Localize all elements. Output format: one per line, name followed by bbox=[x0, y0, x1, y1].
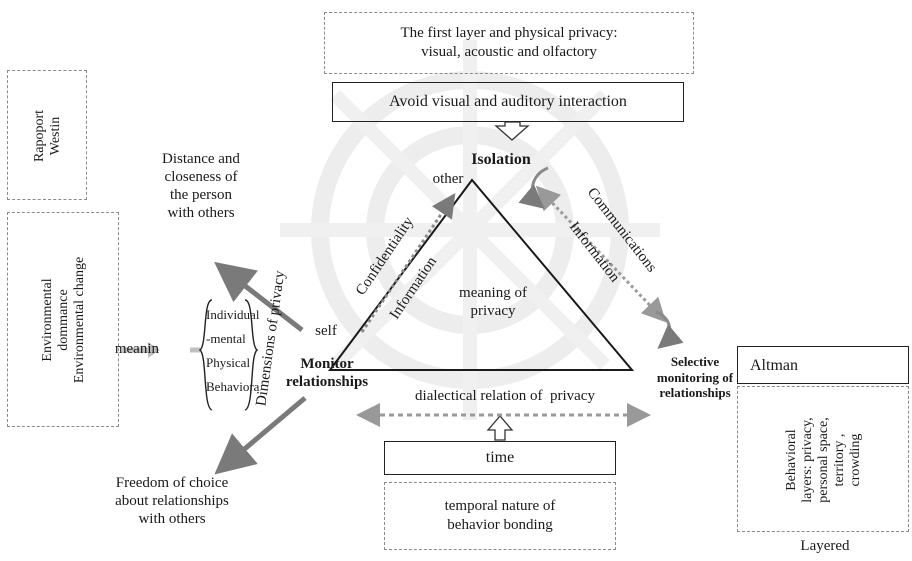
down-arrow-avoid bbox=[494, 121, 530, 141]
bracket-list: Individual -mental Physical Behaviora bbox=[206, 303, 266, 399]
altman-box: Altman bbox=[737, 346, 909, 384]
behavioral-line1: Behavioral bbox=[783, 429, 799, 491]
bracket-item-physical: Physical bbox=[206, 355, 251, 370]
bracket-item-behavioral: Behaviora bbox=[206, 379, 260, 394]
selective-line2: monitoring of bbox=[656, 369, 734, 385]
environmental-change-label: Environmental change bbox=[72, 256, 88, 384]
westin-label: Westin bbox=[48, 116, 63, 156]
avoid-interaction-box: Avoid visual and auditory interaction bbox=[332, 82, 684, 122]
bracket-item-individual: Individual bbox=[206, 307, 260, 322]
meanin-label: meanin bbox=[114, 341, 159, 357]
distance-line2: closeness of bbox=[164, 169, 238, 185]
temporal-line1: temporal nature of bbox=[444, 498, 556, 515]
meaning-line1: meaning of bbox=[459, 285, 527, 301]
physical-privacy-line1: The first layer and physical privacy: bbox=[400, 25, 618, 42]
time-box: time bbox=[384, 441, 616, 475]
freedom-line2: about relationships bbox=[115, 493, 229, 509]
selective-monitoring-label: Selective monitoring of relationships bbox=[640, 354, 750, 401]
altman-text: Altman bbox=[750, 357, 798, 374]
temporal-nature-box: temporal nature of behavior bonding bbox=[384, 482, 616, 550]
temporal-line2: behavior bonding bbox=[447, 517, 553, 533]
behavioral-line3: personal space, bbox=[815, 417, 831, 503]
monitor-line2: relationships bbox=[285, 374, 369, 390]
behavioral-line4: territory , bbox=[832, 433, 848, 487]
other-label: other bbox=[432, 171, 464, 187]
distance-closeness-text: Distance and closeness of the person wit… bbox=[138, 150, 264, 222]
dotted-self-other bbox=[360, 193, 456, 333]
up-arrow-time bbox=[486, 415, 514, 441]
layered-label: Layered bbox=[800, 538, 850, 554]
curved-arrow-bottom bbox=[655, 310, 684, 349]
arrow-env-head bbox=[148, 342, 160, 358]
distance-line3: the person bbox=[169, 187, 233, 203]
selective-line1: Selective bbox=[670, 354, 720, 369]
selective-line3: relationships bbox=[659, 385, 731, 401]
physical-privacy-box: The first layer and physical privacy: vi… bbox=[324, 12, 694, 74]
distance-line1: Distance and bbox=[162, 151, 240, 167]
monitor-relationships-label: Monitor relationships bbox=[272, 355, 382, 391]
monitor-line1: Monitor bbox=[300, 356, 354, 372]
isolation-label: Isolation bbox=[471, 151, 531, 168]
behavioral-line5: crowding bbox=[848, 433, 864, 487]
environmental-label: Environmental bbox=[39, 278, 55, 362]
physical-privacy-line2: visual, acoustic and olfactory bbox=[421, 44, 597, 60]
curly-bracket bbox=[198, 299, 213, 411]
rapoport-label: Rapoport bbox=[31, 109, 47, 163]
dialectical-relation-label: dialectical relation of privacy bbox=[415, 388, 595, 404]
distance-line4: with others bbox=[167, 205, 235, 221]
meaning-of-privacy-label: meaning of privacy bbox=[438, 284, 548, 320]
environmental-box: Environmental dommance Environmental cha… bbox=[7, 212, 119, 427]
curved-arrow-top bbox=[518, 166, 549, 209]
meaning-line2: privacy bbox=[470, 303, 516, 319]
rapoport-westin-box: Rapoport Westin bbox=[7, 70, 87, 200]
self-label: self bbox=[315, 323, 337, 339]
curly-bracket-right bbox=[244, 299, 259, 411]
bracket-item-mental: -mental bbox=[206, 331, 246, 346]
freedom-line3: with others bbox=[138, 511, 206, 527]
time-text: time bbox=[485, 449, 515, 466]
behavioral-layers-box: Behavioral layers: privacy, personal spa… bbox=[737, 386, 909, 532]
freedom-of-choice-text: Freedom of choice about relationships wi… bbox=[72, 474, 272, 528]
freedom-line1: Freedom of choice bbox=[115, 475, 229, 491]
avoid-interaction-text: Avoid visual and auditory interaction bbox=[389, 93, 627, 110]
arrow-to-distance bbox=[214, 261, 304, 332]
dommance-label: dommance bbox=[55, 289, 71, 351]
arrow-to-freedom bbox=[214, 396, 307, 475]
behavioral-line2: layers: privacy, bbox=[799, 417, 815, 503]
